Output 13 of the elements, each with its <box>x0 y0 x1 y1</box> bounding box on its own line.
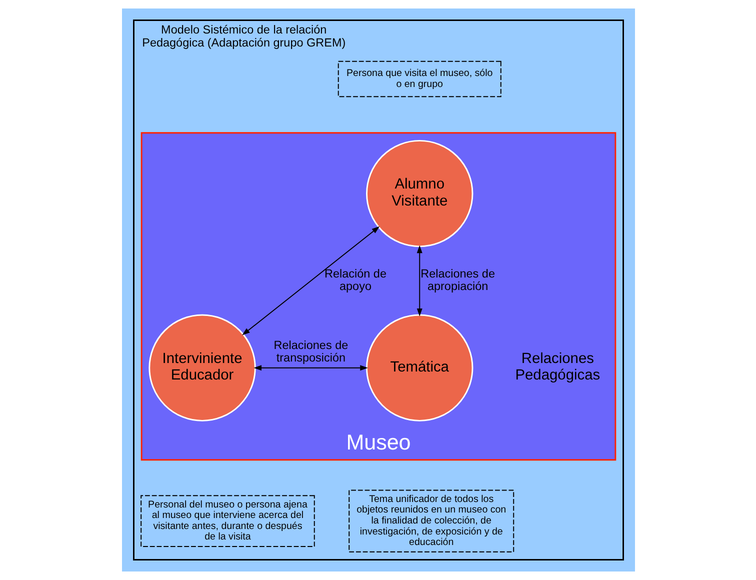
node-box: Tema unificador de todos los objetos reunidos en un museo con la finalidad de colección, de investigación, de exposición y de educación <box>348 490 514 552</box>
node-circle: Alumno Visitante <box>366 140 473 248</box>
node-box: Personal del museo o persona ajena al museo que interviene acerca del visitante antes, durante o después de la visita <box>140 495 314 547</box>
arrow <box>253 365 368 371</box>
edge-label: Relaciones de apropiación <box>420 267 494 294</box>
arrow <box>242 226 380 336</box>
node-circle: Temática <box>366 314 473 422</box>
node-box: Persona que visita el museo, sólo o en grupo <box>337 60 501 98</box>
arrow <box>416 245 422 316</box>
label: Relaciones Pedagógicas <box>514 350 600 384</box>
node-circle: Interviniente Educador <box>148 314 256 422</box>
edge-label: Relación de apoyo <box>324 267 386 294</box>
edge-label: Relaciones de transposición <box>273 338 348 365</box>
